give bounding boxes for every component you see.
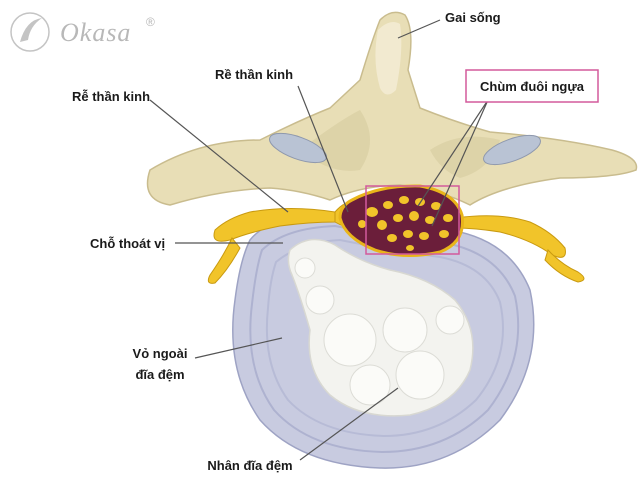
nucleus-lobe [435, 305, 465, 335]
nucleus-lobe [323, 313, 377, 367]
nerve-fiber [399, 196, 409, 204]
nucleus-lobe [294, 257, 316, 279]
intervertebral-disc [232, 211, 535, 469]
leader-annulus [194, 337, 283, 359]
label-nerve-root-left: Rễ thần kinh [72, 89, 150, 104]
vertebral-arch [146, 11, 638, 206]
logo-circle-icon [10, 12, 50, 52]
logo-registered-mark: ® [146, 15, 155, 29]
bone-shadow [430, 136, 500, 178]
right-facet-joint [483, 134, 541, 166]
label-annulus-line1: Vỏ ngoài [133, 346, 188, 361]
leader-lines [149, 19, 489, 461]
left-nerve-root [213, 208, 336, 242]
nerve-fiber [393, 214, 403, 222]
leader-nucleus [299, 387, 399, 461]
nucleus-lobe [349, 364, 391, 406]
cauda-equina-label-box [465, 69, 599, 103]
cauda-equina-highlight-box [365, 185, 460, 255]
spinal-canal [338, 184, 465, 258]
right-nerve-root [454, 215, 566, 258]
label-nucleus: Nhân đĩa đệm [207, 458, 292, 473]
leader-cauda-2 [431, 99, 489, 227]
nerve-fiber [366, 207, 378, 217]
label-annulus-line2: đĩa đệm [135, 367, 184, 382]
right-nerve-branch [544, 249, 585, 283]
nerve-fiber [403, 230, 413, 238]
nerve-fiber [439, 230, 449, 238]
nucleus-lobe [305, 285, 335, 315]
nerve-fiber [431, 202, 441, 210]
nucleus-lobe [395, 350, 445, 400]
logo-text: Okasa [60, 18, 131, 47]
leader-cauda-1 [417, 99, 489, 207]
logo-leaf-icon [20, 18, 42, 42]
leader-spinous [397, 19, 441, 39]
left-nerve-branch [207, 237, 241, 284]
nerve-fiber [406, 245, 414, 251]
nerve-fiber [443, 214, 453, 222]
label-spinous-process: Gai sống [445, 10, 501, 25]
label-herniation: Chỗ thoát vị [90, 236, 165, 251]
nerve-fiber [358, 220, 366, 228]
nerve-fiber [387, 234, 397, 242]
cauda-equina-fibers [358, 196, 453, 251]
nerve-fiber [419, 232, 429, 240]
leader-nerve-root-left [149, 99, 289, 213]
leader-nerve-root-upper [297, 85, 349, 213]
nerve-fiber [409, 211, 419, 221]
spinous-process [375, 22, 402, 95]
nerve-fiber [383, 201, 393, 209]
nerve-fiber [377, 220, 387, 230]
nucleus-lobe [382, 307, 428, 353]
label-nerve-root-upper: Rề thần kinh [215, 67, 293, 82]
labels: Gai sống Rề thần kinh Chùm đuôi ngựa Rễ … [72, 10, 599, 473]
okasa-logo: Okasa ® [10, 12, 155, 52]
label-cauda-equina: Chùm đuôi ngựa [480, 79, 585, 94]
nerve-fiber [425, 216, 435, 224]
